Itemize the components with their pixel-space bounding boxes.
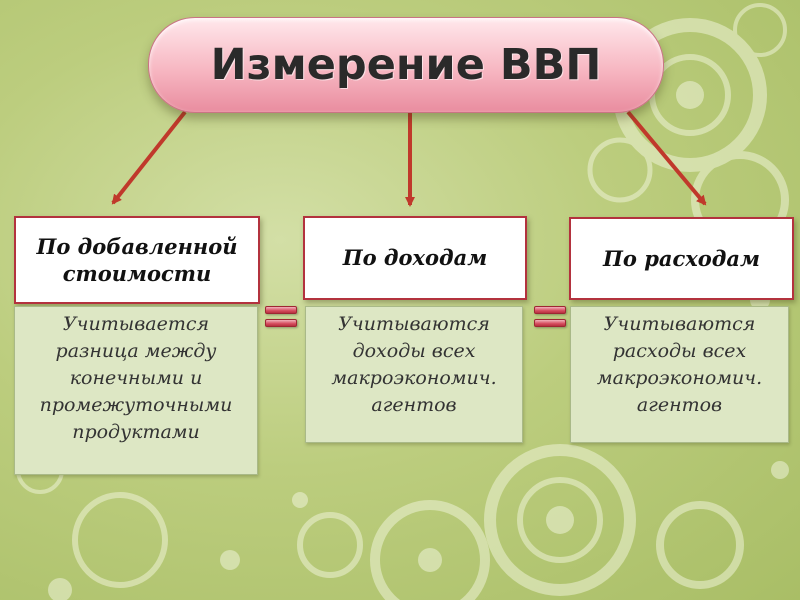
equals-sign-icon	[265, 306, 297, 330]
description-line: макроэкономич.	[331, 367, 497, 389]
description-line: Учитывается	[62, 313, 210, 335]
method-description-income: Учитываются доходы всех макроэкономич. а…	[305, 306, 523, 443]
method-description-expenditure: Учитываются расходы всех макроэкономич. …	[570, 306, 789, 443]
description-line: продуктами	[72, 421, 200, 443]
heading-line: По добавленной	[36, 233, 238, 259]
description-line: разница между	[55, 340, 217, 362]
heading-line: По доходам	[342, 245, 488, 271]
method-description-value-added: Учитывается разница между конечными и пр…	[14, 306, 258, 475]
description-line: конечными и	[69, 367, 203, 389]
equals-sign-icon	[534, 306, 566, 330]
heading-line: стоимости	[62, 261, 212, 286]
description-line: агентов	[371, 394, 457, 416]
description-line: агентов	[636, 394, 723, 416]
description-line: доходы всех	[352, 340, 476, 362]
description-line: расходы всех	[612, 340, 747, 362]
method-heading-expenditure: По расходам	[569, 217, 794, 300]
description-line: Учитываются	[603, 313, 756, 335]
title-pill: Измерение ВВП	[148, 17, 664, 113]
arrow-to-value-added	[111, 110, 187, 205]
description-line: Учитываются	[338, 313, 490, 335]
diagram-title: Измерение ВВП	[210, 40, 602, 90]
heading-line: По расходам	[603, 245, 760, 271]
method-heading-income: По доходам	[303, 216, 527, 300]
description-line: макроэкономич.	[596, 367, 763, 389]
arrow-to-expenditure	[626, 110, 707, 206]
description-line: промежуточными	[39, 394, 233, 416]
method-heading-value-added: По добавленной стоимости	[14, 216, 260, 304]
